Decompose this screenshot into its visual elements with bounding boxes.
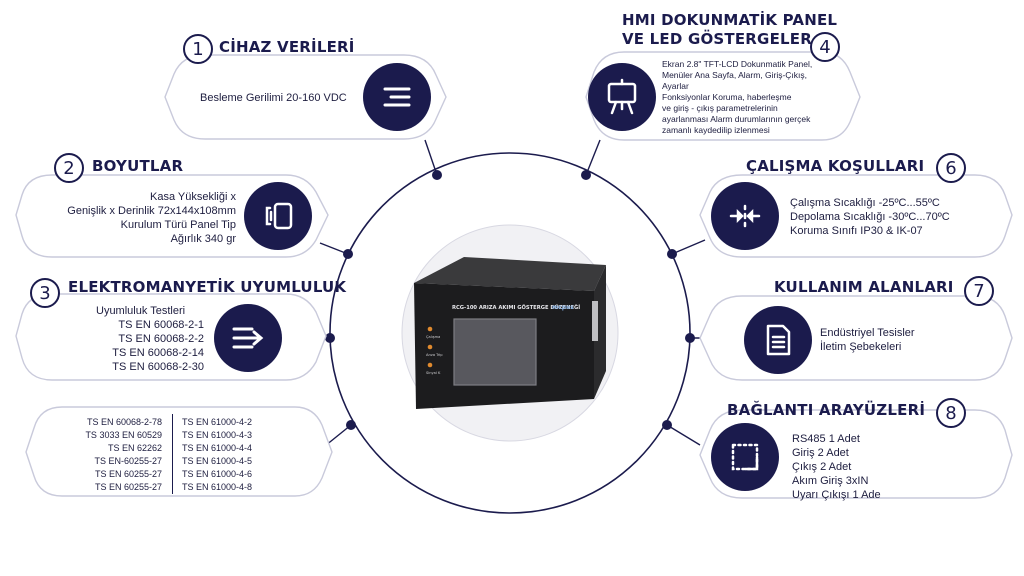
section-3-title: ELEKTROMANYETİK UYUMLULUK: [68, 278, 347, 296]
connector-dot-3b: [346, 420, 356, 430]
test-col1-2: TS EN 62262: [107, 443, 162, 453]
section-7-title: KULLANIM ALANLARI: [774, 278, 954, 296]
section-6-line-0: Çalışma Sıcaklığı -25ºC...55ºC: [790, 197, 940, 209]
device-screen: [453, 318, 537, 386]
test-column-divider: [172, 414, 173, 494]
section-6-number: 6: [936, 153, 966, 183]
device-top-face: [414, 257, 606, 291]
card-4-outline: [585, 51, 861, 141]
section-3-line-4: TS EN 60068-2-30: [112, 361, 204, 373]
resize-frame-icon: [244, 182, 312, 250]
section-1-number: 1: [183, 34, 213, 64]
section-4-line-6: zamanlı kaydedilip izlenmesi: [662, 125, 770, 135]
section-4-line-2: Ayarlar: [662, 81, 689, 91]
section-7-line-1: İletim Şebekeleri: [820, 341, 902, 353]
test-col2-1: TS EN 61000-4-3: [182, 430, 253, 440]
section-4-line-3: Fonksiyonlar Koruma, haberleşme: [662, 92, 792, 102]
device-side-face: [594, 265, 606, 399]
section-6-line-2: Koruma Sınıfı IP30 & IK-07: [790, 225, 923, 237]
section-1-title: CİHAZ VERİLERİ: [219, 38, 355, 56]
section-8-line-1: Giriş 2 Adet: [792, 447, 849, 459]
dotted-frame-icon: [711, 423, 779, 491]
section-7-number: 7: [964, 276, 994, 306]
section-8-title: BAĞLANTI ARAYÜZLERİ: [727, 401, 926, 419]
section-4-line-0: Ekran 2.8" TFT-LCD Dokunmatik Panel,: [662, 59, 813, 69]
section-3-line-3: TS EN 60068-2-14: [112, 347, 204, 359]
device-led-1: [427, 326, 433, 332]
connector-dot-7: [685, 333, 695, 343]
test-col2-3: TS EN 61000-4-5: [182, 456, 253, 466]
device-label: RCG-100 ARIZA AKIMI GÖSTERGE DÜZENEĞİ: [452, 304, 580, 311]
section-4-title-1: VE LED GÖSTERGELER: [622, 30, 812, 48]
test-col2-4: TS EN 61000-4-6: [182, 469, 253, 479]
card-8-outline: [699, 409, 1013, 499]
section-2-line-0: Kasa Yüksekliği x: [149, 191, 236, 203]
connector-1: [424, 139, 438, 176]
section-2-number: 2: [54, 153, 84, 183]
device-logo: mcpes: [552, 304, 574, 311]
card-3b-outline: [25, 406, 333, 497]
test-col2-5: TS EN 61000-4-8: [182, 482, 253, 492]
test-col1-3: TS EN-60255-27: [94, 456, 162, 466]
section-2-title: BOYUTLAR: [92, 157, 184, 175]
section-2-line-2: Kurulum Türü Panel Tip: [120, 219, 236, 231]
document-icon: [744, 306, 812, 374]
section-8-line-2: Çıkış 2 Adet: [792, 461, 852, 473]
section-3-number: 3: [30, 278, 60, 308]
menu-lines-icon: [363, 63, 431, 131]
test-col1-5: TS EN 60255-27: [94, 482, 162, 492]
section-4-number: 4: [810, 32, 840, 62]
connector-2: [319, 242, 349, 255]
arrow-list-icon: [214, 304, 282, 372]
test-col1-1: TS 3033 EN 60529: [85, 430, 162, 440]
section-3-line-0: Uyumluluk Testleri: [96, 305, 186, 317]
section-4-line-1: Menüler Ana Sayfa, Alarm, Giriş-Çıkış,: [662, 70, 808, 80]
section-7-line-0: Endüstriyel Tesisler: [820, 327, 915, 339]
connector-dot-1: [432, 170, 442, 180]
section-8-number: 8: [936, 398, 966, 428]
section-2-line-3: Ağırlık 340 gr: [170, 233, 236, 245]
device-led-3: [427, 362, 433, 368]
device-led-2: [427, 344, 433, 350]
device-led-label-2: Arıza Trip: [426, 353, 443, 357]
device-led-label-1: Çalışma: [426, 335, 440, 339]
connector-4: [585, 139, 601, 176]
device-led-label-3: Sinyal K: [426, 371, 441, 375]
connector-dot-2: [343, 249, 353, 259]
presentation-board-icon: [588, 63, 656, 131]
connector-8: [666, 424, 701, 446]
section-8-line-3: Akım Giriş 3xIN: [792, 475, 869, 487]
section-4-line-5: ayarlanması Alarm durumlarının gerçek: [662, 114, 811, 124]
section-2-line-1: Genişlik x Derinlik 72x144x108mm: [67, 205, 236, 217]
section-8-line-4: Uyarı Çıkışı 1 Ade: [792, 489, 881, 501]
section-1-line-0: Besleme Gerilimi 20-160 VDC: [200, 92, 347, 104]
section-4-line-4: ve giriş - çıkış parametrelerinin: [662, 103, 778, 113]
section-3-line-1: TS EN 60068-2-1: [118, 319, 204, 331]
section-3-line-2: TS EN 60068-2-2: [118, 333, 204, 345]
card-6-outline: [699, 174, 1013, 258]
device-bracket: [592, 301, 598, 341]
section-8-line-0: RS485 1 Adet: [792, 433, 860, 445]
test-col1-0: TS EN 60068-2-78: [86, 417, 162, 427]
test-col1-4: TS EN 60255-27: [94, 469, 162, 479]
connector-dot-3: [325, 333, 335, 343]
test-col2-2: TS EN 61000-4-4: [182, 443, 253, 453]
connector-dot-6: [667, 249, 677, 259]
section-6-line-1: Depolama Sıcaklığı -30ºC...70ºC: [790, 211, 950, 223]
section-6-title: ÇALIŞMA KOŞULLARI: [746, 157, 925, 175]
device-photo: Çalışma Arıza Trip Sinyal K RCG-100 ARIZ…: [414, 257, 606, 409]
connector-dot-8: [662, 420, 672, 430]
section-4-title-0: HMI DOKUNMATİK PANEL: [622, 11, 838, 29]
connector-dot-4: [581, 170, 591, 180]
compress-arrows-icon: [711, 182, 779, 250]
connector-6: [671, 239, 706, 255]
test-col2-0: TS EN 61000-4-2: [182, 417, 253, 427]
